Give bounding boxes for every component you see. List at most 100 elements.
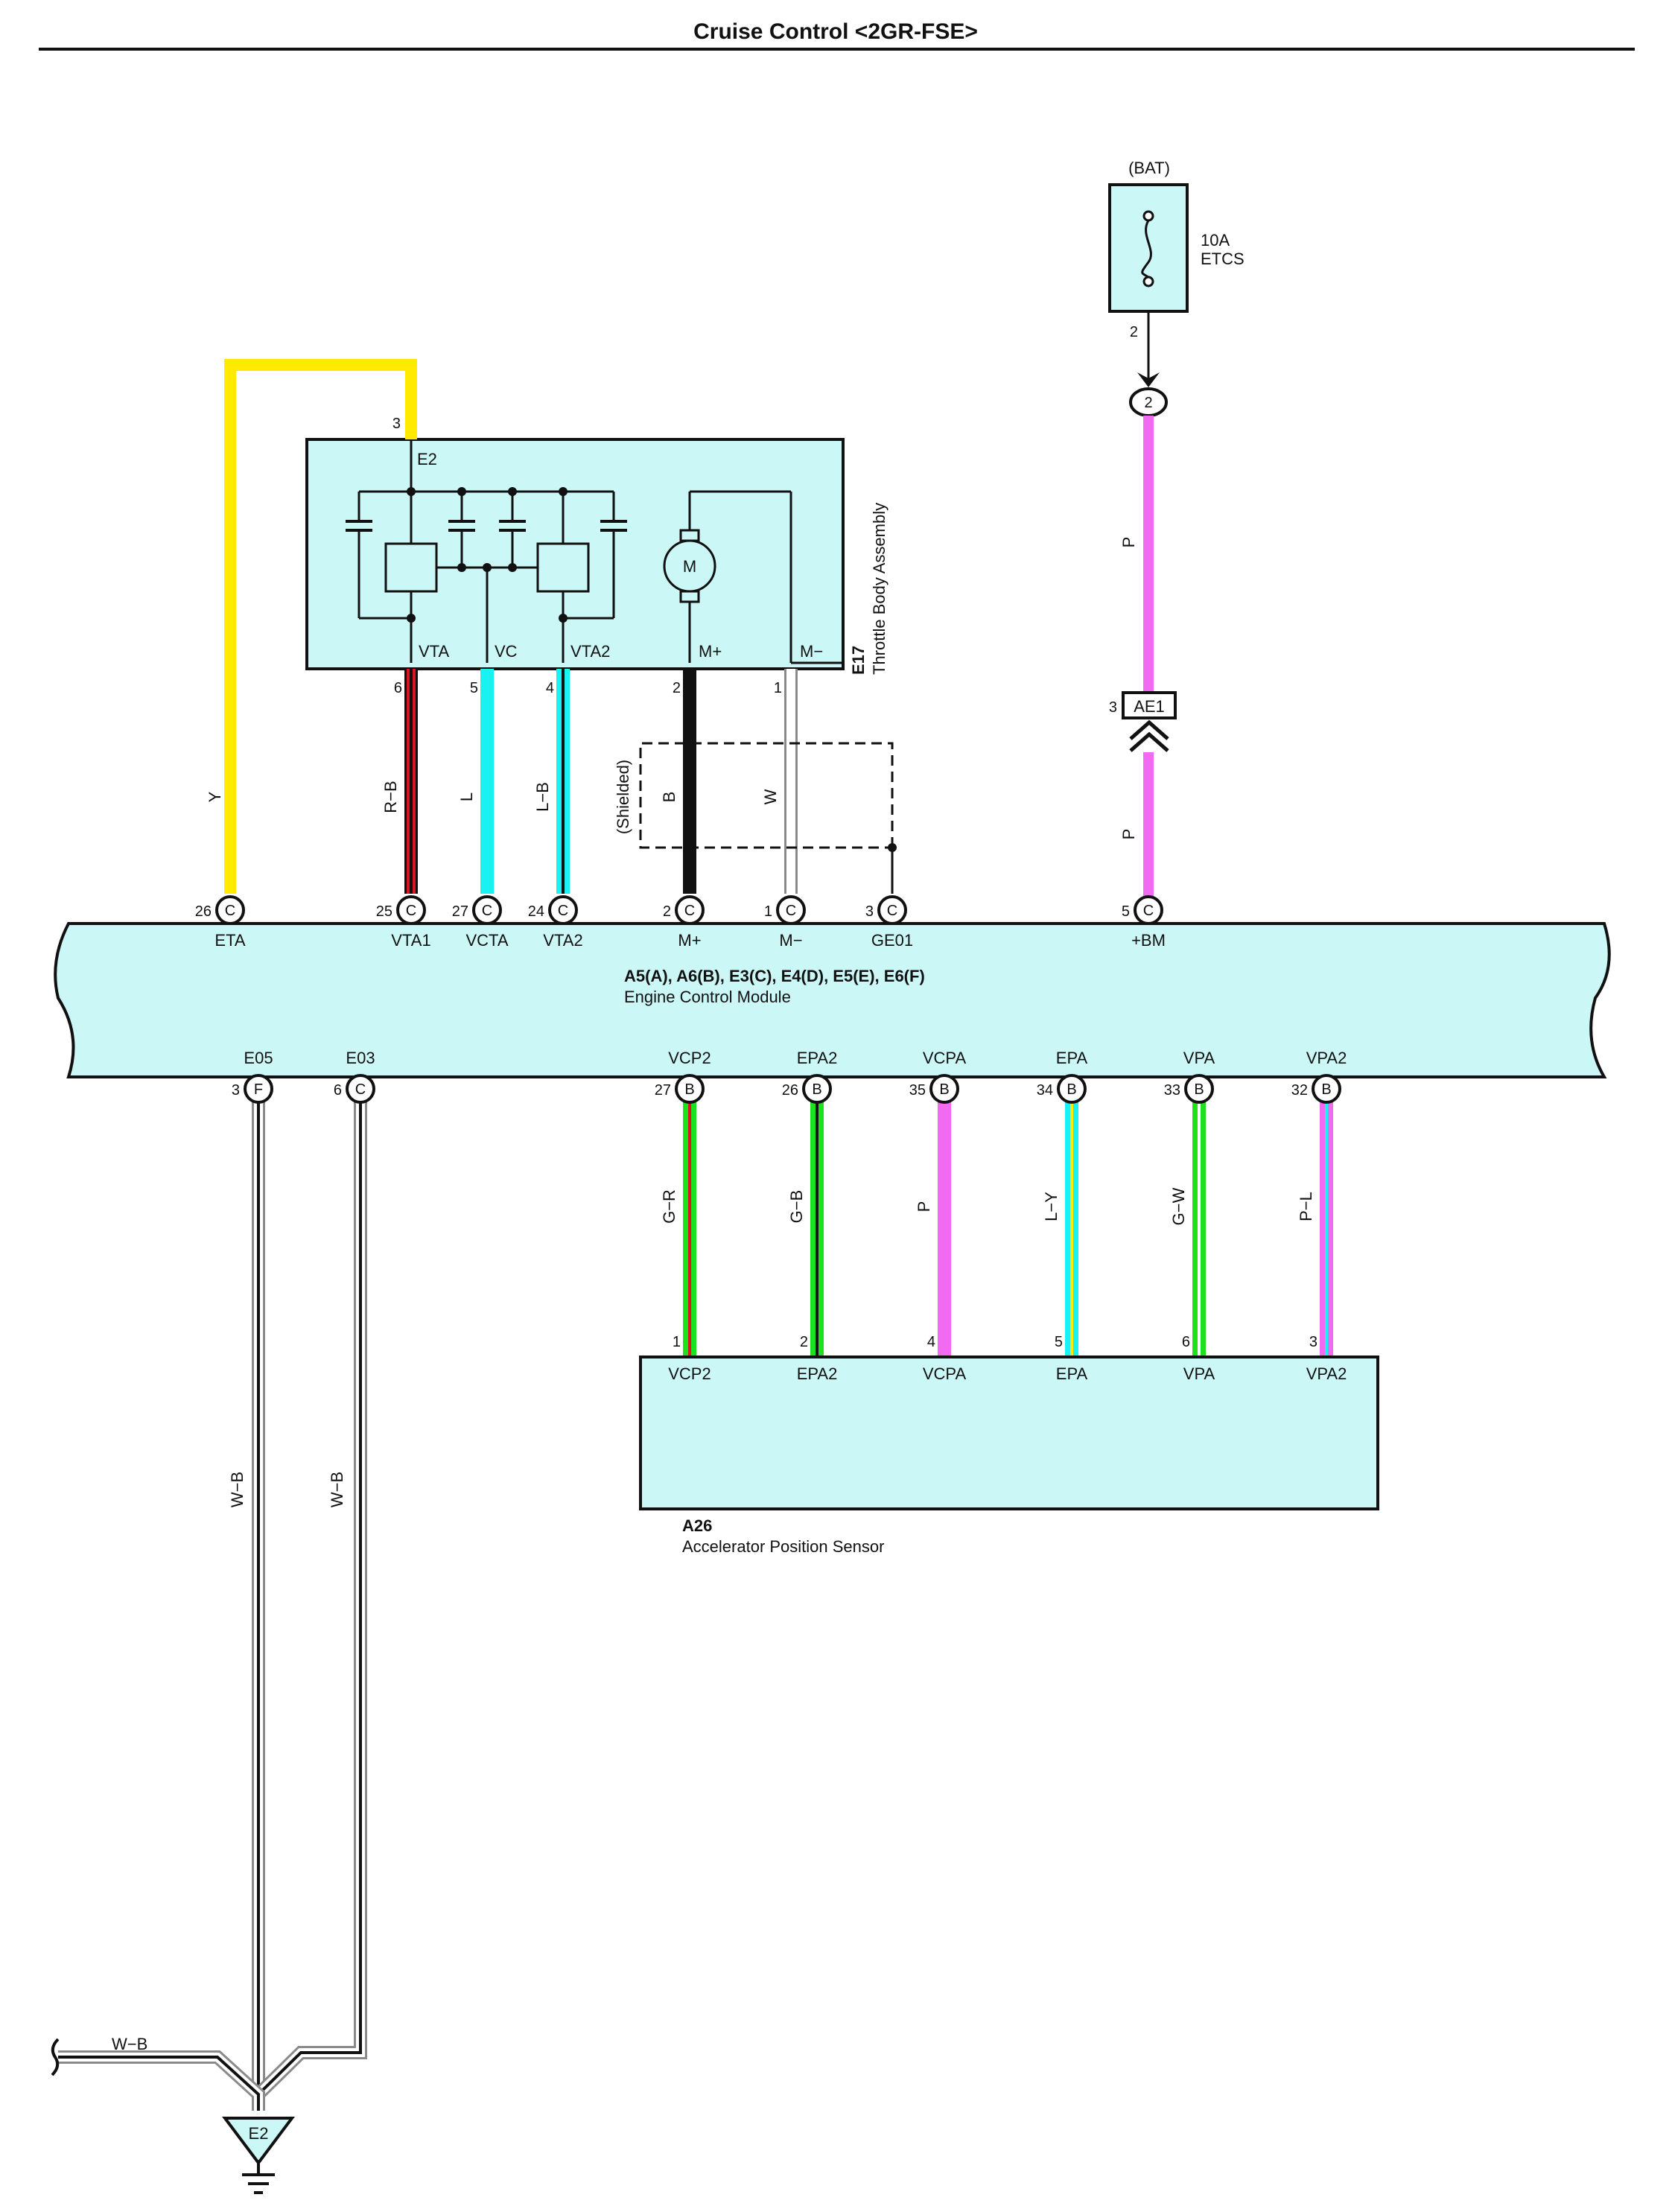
wire-g-b [810, 1102, 824, 1357]
svg-text:5: 5 [470, 680, 478, 696]
svg-text:26: 26 [195, 903, 212, 920]
wire-label-g-r: G−R [660, 1189, 678, 1224]
ecm-bottom-pin-names: E05 E03 VCP2 EPA2 VCPA EPA VPA VPA2 [244, 1049, 1347, 1067]
svg-text:6: 6 [394, 680, 402, 696]
throttle-pin-names: VTA VC VTA2 M+ M− [419, 642, 823, 661]
wire-w [784, 669, 798, 894]
svg-text:25: 25 [376, 903, 392, 920]
fuse-box [1108, 183, 1189, 313]
svg-text:VTA: VTA [419, 642, 449, 661]
svg-text:4: 4 [927, 1334, 935, 1350]
svg-text:27: 27 [452, 903, 468, 920]
shielded-label: (Shielded) [614, 760, 632, 834]
svg-text:5: 5 [1122, 903, 1130, 920]
ecm-codes: A5(A), A6(B), E3(C), E4(D), E5(E), E6(F) [624, 967, 925, 985]
fuse-terminal-bottom [1142, 276, 1154, 287]
throttle-name: Throttle Body Assembly [870, 503, 889, 675]
svg-text:26: 26 [782, 1082, 798, 1099]
svg-text:4: 4 [546, 680, 554, 696]
svg-text:GE01: GE01 [871, 931, 913, 950]
wire-p-vcpa [938, 1102, 951, 1357]
ground-triangle [222, 2117, 295, 2166]
wire-label-l: L [457, 792, 476, 801]
svg-text:E03: E03 [346, 1049, 375, 1067]
wire-l-b [556, 669, 570, 894]
junction-connector-pin: 2 [1144, 395, 1152, 411]
motor-label: M [683, 557, 696, 576]
capacitor-leads [357, 530, 615, 544]
svg-text:27: 27 [655, 1082, 671, 1099]
svg-text:B: B [812, 1081, 821, 1098]
shield-junction-dot [888, 843, 897, 852]
wire-y [224, 359, 417, 894]
svg-text:1: 1 [764, 903, 772, 920]
wire-label-b: B [660, 792, 678, 803]
fuse-name: ETCS [1201, 250, 1245, 268]
shield-outline [639, 742, 894, 849]
svg-text:F: F [254, 1081, 263, 1098]
wire-label-p-l: P−L [1297, 1192, 1315, 1221]
svg-text:EPA2: EPA2 [797, 1049, 838, 1067]
wire-w-b-e05 [252, 1102, 265, 2111]
fuse-rating: 10A [1201, 231, 1230, 250]
svg-text:B: B [1067, 1081, 1076, 1098]
wire-label-g-b: G−B [787, 1190, 806, 1224]
fuse-element [1141, 220, 1152, 279]
wire-label-+bm: P [1119, 829, 1138, 840]
svg-text:VC: VC [495, 642, 518, 661]
svg-text:VPA2: VPA2 [1306, 1049, 1347, 1067]
ae1-connector [1122, 691, 1177, 719]
svg-text:VCTA: VCTA [465, 931, 508, 950]
svg-text:VTA1: VTA1 [391, 931, 430, 950]
svg-text:M+: M+ [699, 642, 722, 661]
svg-text:VPA: VPA [1183, 1364, 1215, 1383]
svg-text:C: C [786, 903, 796, 919]
throttle-pin-num: 3 [392, 416, 401, 432]
svg-text:VPA: VPA [1183, 1049, 1215, 1067]
throttle-lower-pin-nums: 6 5 4 2 1 [394, 680, 782, 696]
wire-p-l [1320, 1102, 1333, 1357]
wire-label-p-upper: P [1119, 537, 1138, 548]
svg-text:B: B [1321, 1081, 1331, 1098]
svg-text:33: 33 [1164, 1082, 1180, 1099]
svg-text:C: C [887, 903, 897, 919]
svg-text:B: B [684, 1081, 694, 1098]
svg-text:EPA2: EPA2 [797, 1364, 838, 1383]
svg-text:E05: E05 [244, 1049, 273, 1067]
svg-text:VCPA: VCPA [923, 1049, 967, 1067]
svg-text:32: 32 [1291, 1082, 1308, 1099]
bat-label: (BAT) [1128, 159, 1170, 177]
svg-text:3: 3 [865, 903, 874, 920]
svg-text:24: 24 [528, 903, 544, 920]
wire-g-r [683, 1102, 696, 1357]
accel-sensor-box [639, 1356, 1379, 1510]
ecm-name: Engine Control Module [624, 988, 791, 1006]
fuse-terminal-top [1142, 210, 1154, 222]
wire-p-lower [1143, 752, 1154, 903]
wire-label-w-b-e05: W−B [228, 1472, 247, 1507]
svg-text:6: 6 [334, 1082, 342, 1099]
accel-name: Accelerator Position Sensor [682, 1537, 884, 1556]
svg-text:6: 6 [1182, 1334, 1190, 1350]
wire-break-mark [51, 2038, 60, 2076]
svg-text:C: C [482, 903, 492, 919]
wire-r-b [404, 669, 418, 894]
wire-label-y: Y [206, 791, 224, 802]
wire-l-y [1065, 1102, 1078, 1357]
svg-text:35: 35 [909, 1082, 926, 1099]
svg-text:C: C [355, 1081, 366, 1098]
svg-text:VCPA: VCPA [923, 1364, 967, 1383]
svg-text:M+: M+ [678, 931, 701, 950]
wire-g-w [1192, 1102, 1206, 1357]
svg-text:M−: M− [779, 931, 802, 950]
svg-text:3: 3 [1309, 1334, 1317, 1350]
svg-text:C: C [684, 903, 695, 919]
ground-label: E2 [249, 2124, 269, 2143]
throttle-internal-circuit [357, 439, 792, 663]
wire-w-b-incoming [58, 2050, 265, 2111]
wire-label-r-b: R−B [381, 781, 400, 813]
wire-w-b-e03 [252, 1102, 367, 2111]
svg-text:2: 2 [663, 903, 671, 920]
svg-text:VCP2: VCP2 [668, 1049, 711, 1067]
